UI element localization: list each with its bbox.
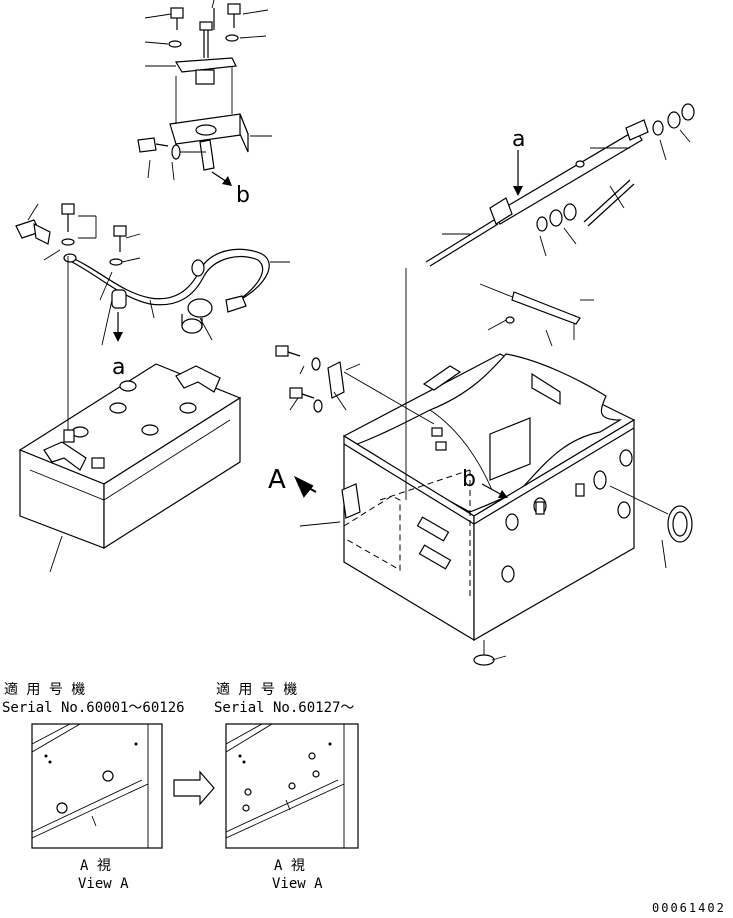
battery-box <box>275 268 693 666</box>
ref-b-top-label: b <box>236 183 250 208</box>
ref-a-top-label: a <box>512 127 525 152</box>
hold-down-rod-assembly <box>425 103 695 267</box>
right-inset-view-en: View A <box>272 876 323 892</box>
left-inset-heading: 適 用 号 機 <box>4 681 85 698</box>
left-inset-view-ja: A 視 <box>80 858 111 874</box>
drawing-number: 00061402 <box>652 901 726 915</box>
right-inset: 適 用 号 機 Serial No.60127～ A 視 View A <box>214 681 359 892</box>
ref-b-box-label: b <box>462 467 476 492</box>
top-switch-bracket-assembly <box>137 0 272 186</box>
change-arrow <box>173 770 215 806</box>
battery <box>18 256 242 573</box>
left-inset-view-en: View A <box>78 876 129 892</box>
right-inset-heading: 適 用 号 機 <box>216 681 297 698</box>
ref-a-left-label: a <box>112 355 125 380</box>
right-inset-view-ja: A 視 <box>274 858 305 874</box>
left-inset-serial: Serial No.60001～60126 <box>2 700 185 716</box>
right-inset-serial: Serial No.60127～ <box>214 700 354 716</box>
battery-cable-assembly <box>15 203 290 346</box>
left-inset: 適 用 号 機 Serial No.60001～60126 A 視 View A <box>2 681 185 892</box>
view-a-arrow-label: A <box>268 465 286 495</box>
